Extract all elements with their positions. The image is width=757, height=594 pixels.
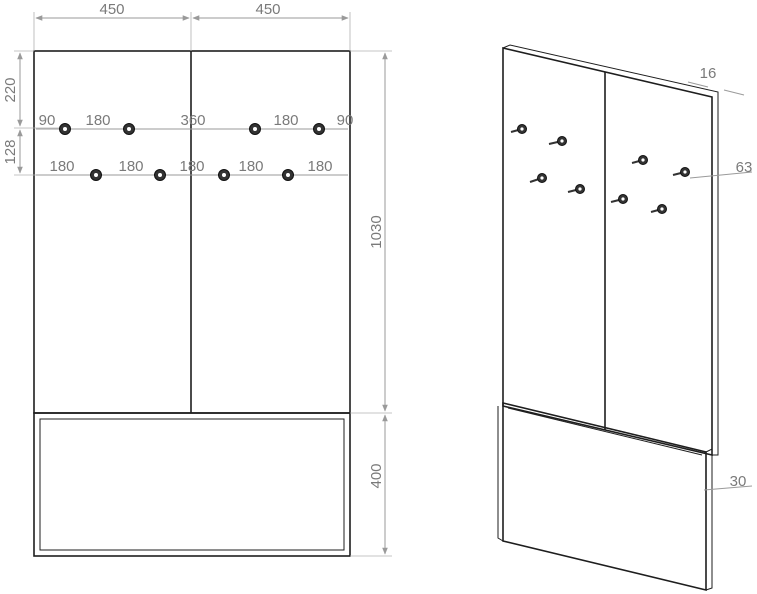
front-view: 450 450 220 128 1030 400 90 180 360 180 … bbox=[2, 1, 392, 557]
row1-dim-5: 90 bbox=[337, 112, 354, 129]
hook-icon bbox=[672, 167, 690, 177]
bottom-panel-edge bbox=[705, 448, 713, 591]
dim-height-top-hooks: 220 bbox=[2, 77, 19, 102]
dim-thickness-top: 16 bbox=[700, 65, 717, 82]
upper-panel-edge bbox=[502, 44, 719, 456]
dim-width-right: 450 bbox=[255, 1, 280, 18]
hook-icon bbox=[282, 169, 294, 181]
dim-bottom-panel-height: 400 bbox=[368, 463, 385, 488]
dim-width-left: 450 bbox=[99, 1, 124, 18]
hook-icon bbox=[529, 173, 547, 183]
hook-icon bbox=[218, 169, 230, 181]
hook-icon bbox=[59, 123, 71, 135]
hook-icon bbox=[249, 123, 261, 135]
row1-dim-4: 180 bbox=[273, 112, 298, 129]
hook-icon bbox=[548, 136, 567, 146]
upper-panel-outline bbox=[33, 50, 351, 414]
row1-dim-3: 360 bbox=[180, 112, 205, 129]
dim-hook-row-spacing: 128 bbox=[2, 139, 19, 164]
bottom-panel-outline bbox=[33, 412, 351, 557]
row2-dim-2: 180 bbox=[118, 158, 143, 175]
dim-hook-depth: 63 bbox=[736, 159, 753, 176]
row1-dim-1: 90 bbox=[39, 112, 56, 129]
hook-icon bbox=[610, 194, 628, 204]
hook-icon bbox=[510, 124, 527, 134]
hook-icon bbox=[90, 169, 102, 181]
hook-icon bbox=[123, 123, 135, 135]
bottom-panel-inner bbox=[39, 418, 345, 551]
perspective-view: 16 63 30 bbox=[497, 44, 753, 592]
hook-icon bbox=[313, 123, 325, 135]
hook-icon bbox=[154, 169, 166, 181]
hook-icon bbox=[567, 184, 585, 194]
row2-dim-3: 180 bbox=[179, 158, 204, 175]
hook-icon bbox=[650, 204, 667, 214]
row2-dim-5: 180 bbox=[307, 158, 332, 175]
row2-dim-1: 180 bbox=[49, 158, 74, 175]
dim-thickness-bottom: 30 bbox=[730, 473, 747, 490]
row1-dim-2: 180 bbox=[85, 112, 110, 129]
upper-panel-perspective bbox=[502, 46, 713, 457]
hook-icon bbox=[631, 155, 648, 165]
row2-dim-4: 180 bbox=[238, 158, 263, 175]
dim-total-height: 1030 bbox=[368, 215, 385, 248]
